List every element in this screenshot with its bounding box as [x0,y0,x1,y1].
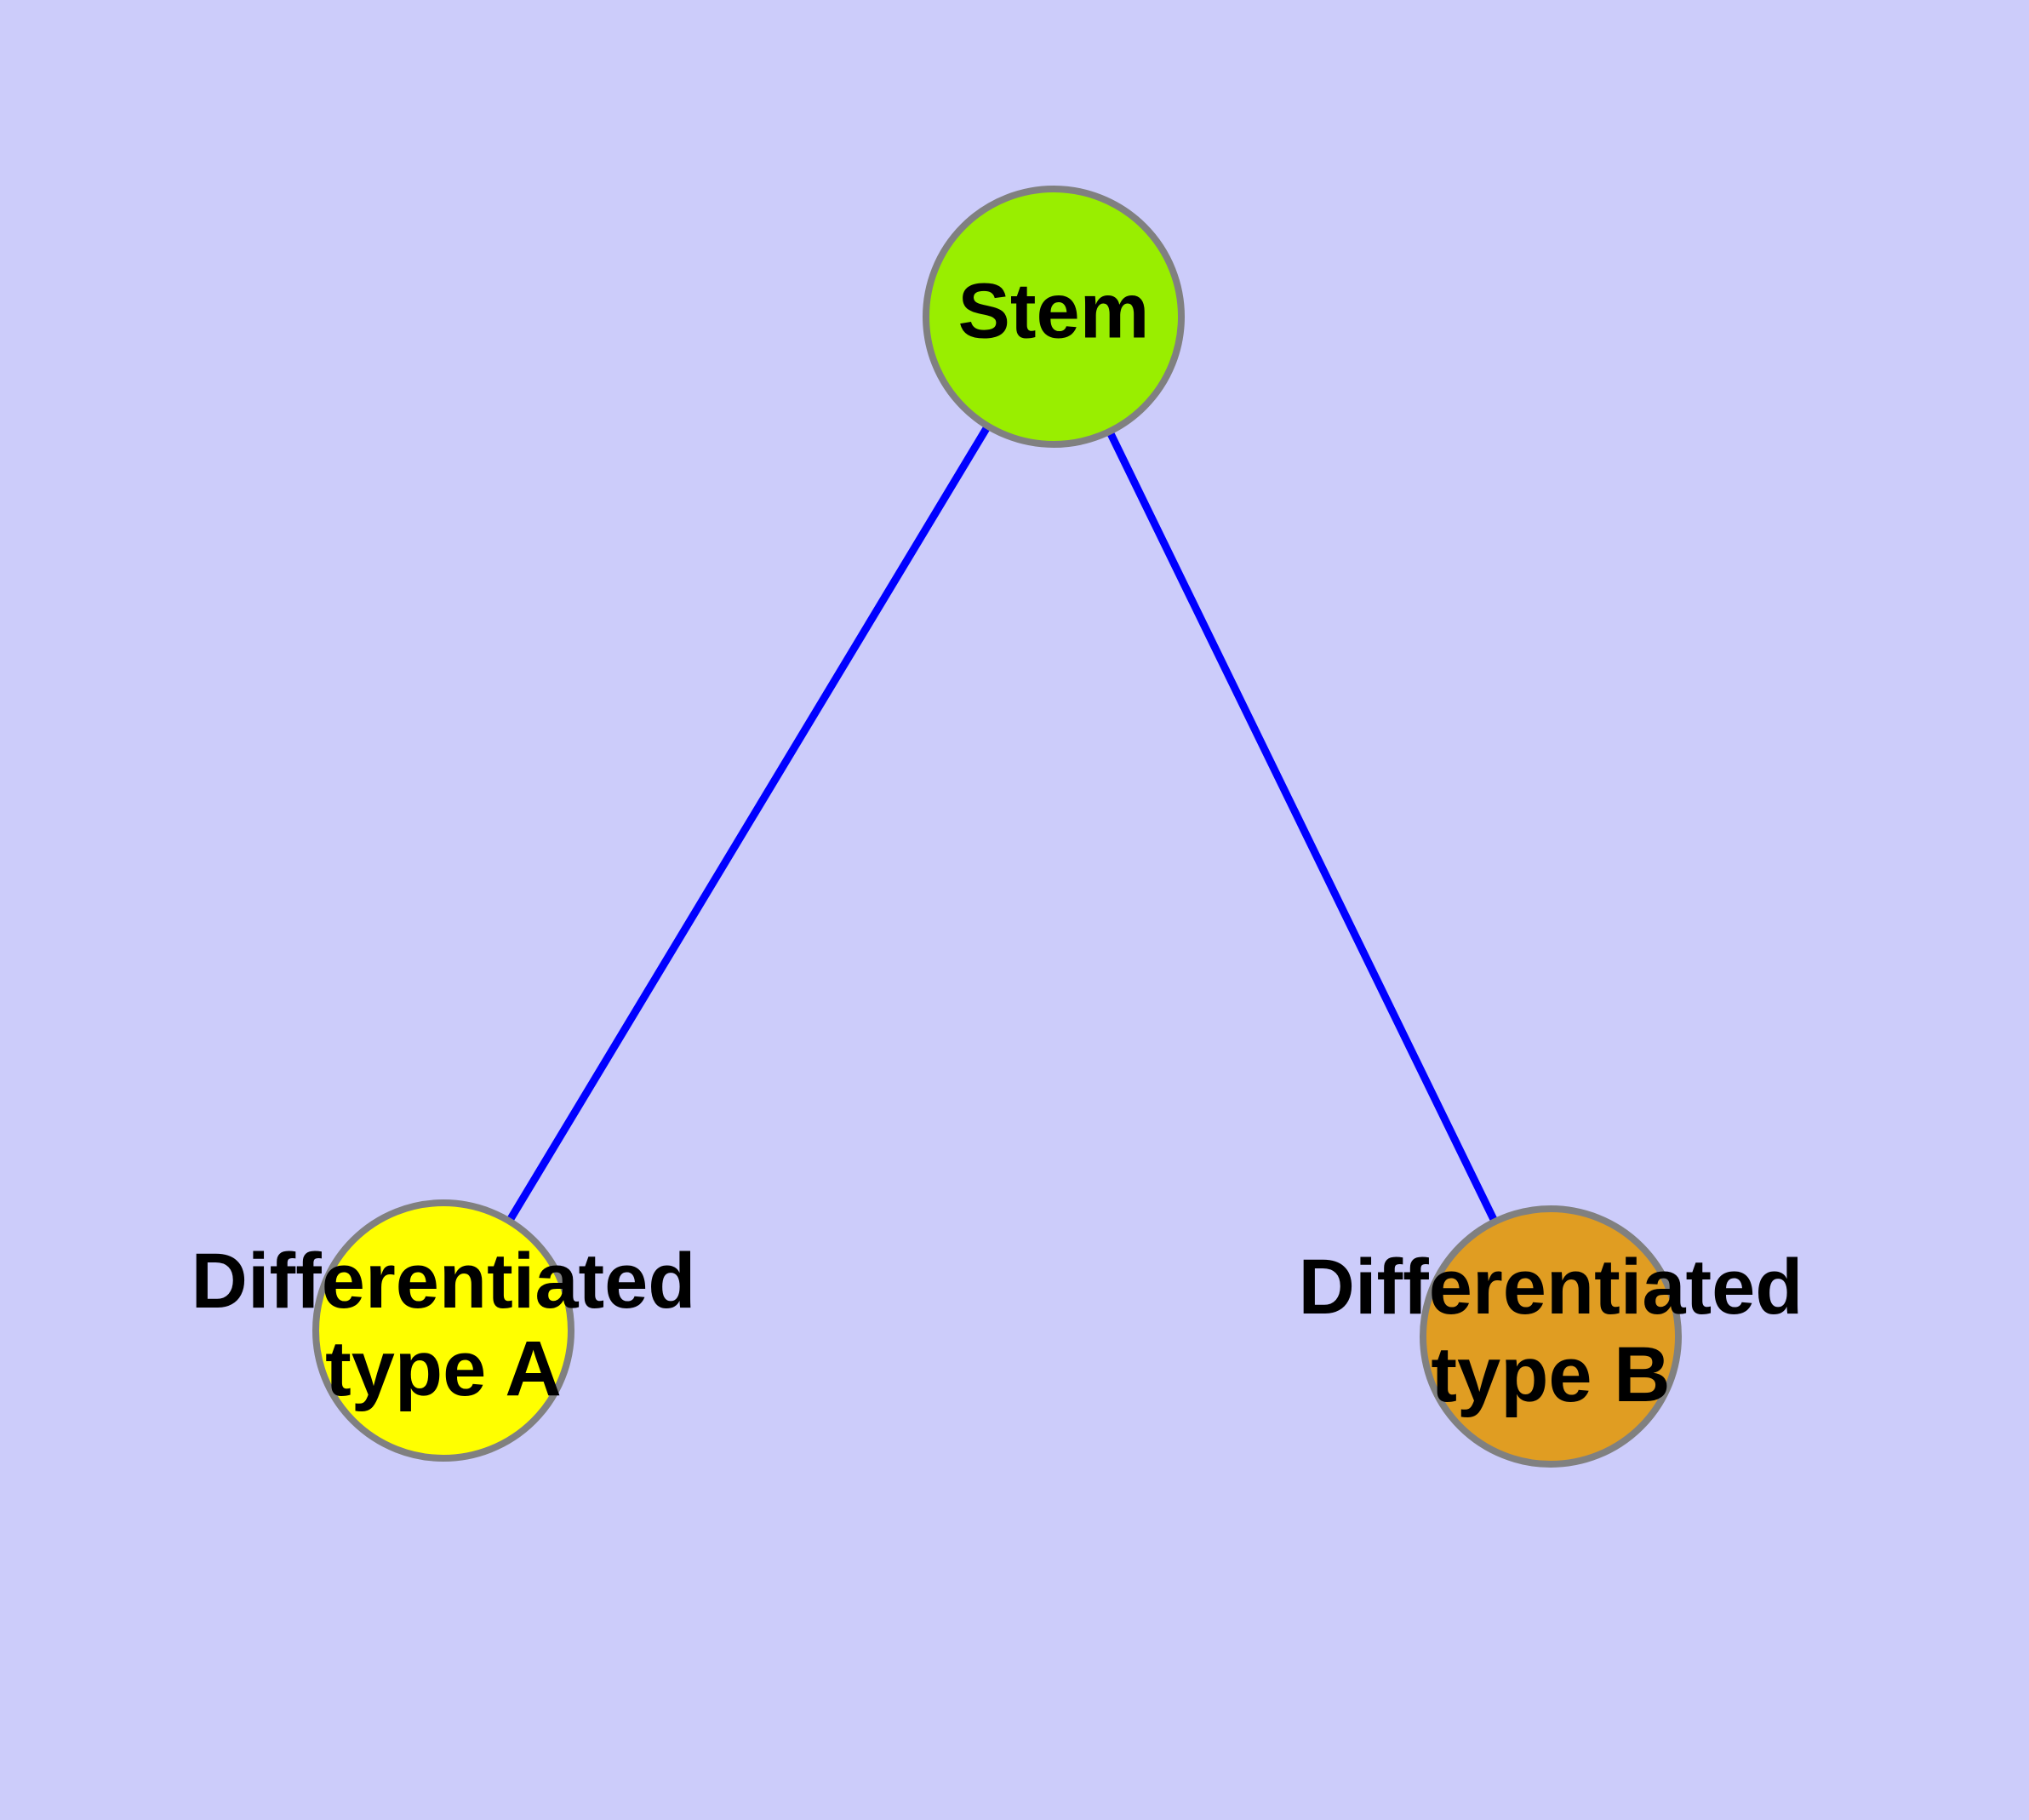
node-label-line: type B [1431,1331,1670,1418]
node-diff-b[interactable] [1420,1205,1682,1468]
edge-stem-diff-b[interactable] [1049,315,1555,1338]
node-stem[interactable] [923,186,1185,448]
edges-layer [440,314,1555,1338]
node-label-line: Differentiated [191,1238,696,1325]
node-label-line: Stem [958,267,1150,354]
nodes-layer [312,186,1682,1468]
node-label-line: Differentiated [1299,1244,1803,1331]
edge-stem-diff-a[interactable] [440,314,1057,1333]
node-diff-a[interactable] [312,1199,574,1462]
node-label-stem: Stem [958,267,1150,354]
node-label-line: type A [325,1325,562,1412]
